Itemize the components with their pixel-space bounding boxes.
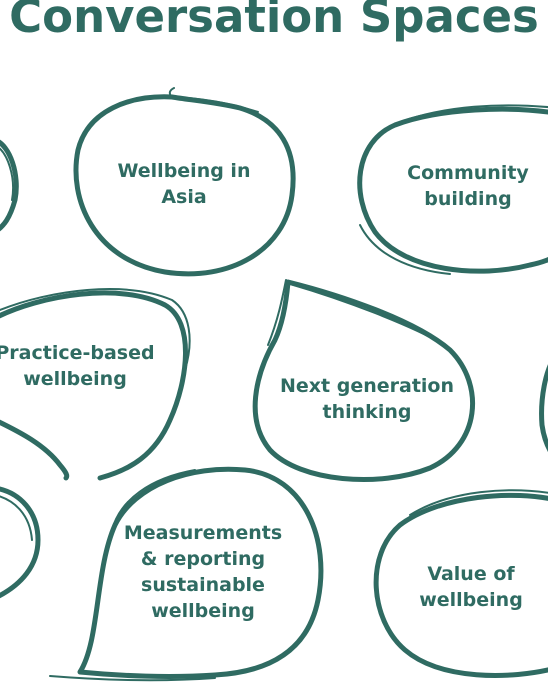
space-label-practice-based-wellbeing: Practice-based wellbeing [0, 342, 155, 390]
bubble-outline-next-generation-thinking [252, 279, 475, 482]
space-label-wellbeing-in-asia: Wellbeing in Asia [117, 160, 251, 208]
page-title: Conversation Spaces [9, 0, 539, 43]
bubble-outline-edge-top-left [0, 139, 19, 232]
bubble-outline-measurements [49, 466, 324, 682]
bubble-outline-practice-based-wellbeing [0, 288, 191, 481]
bubble-outline-edge-bottom-left [0, 486, 41, 599]
space-label-next-generation-thinking: Next generation thinking [279, 375, 454, 423]
bubble-outline-value-of-wellbeing [373, 489, 548, 678]
space-label-measurements-reporting: Measurements & reporting sustainable wel… [123, 522, 283, 622]
bubble-outline-wellbeing-in-asia [73, 87, 296, 277]
space-label-value-of-wellbeing: Value of wellbeing [419, 563, 523, 611]
bubble-outline-community-building [357, 104, 548, 275]
space-label-community-building: Community building [407, 162, 529, 210]
bubble-outline-edge-right [539, 364, 548, 452]
